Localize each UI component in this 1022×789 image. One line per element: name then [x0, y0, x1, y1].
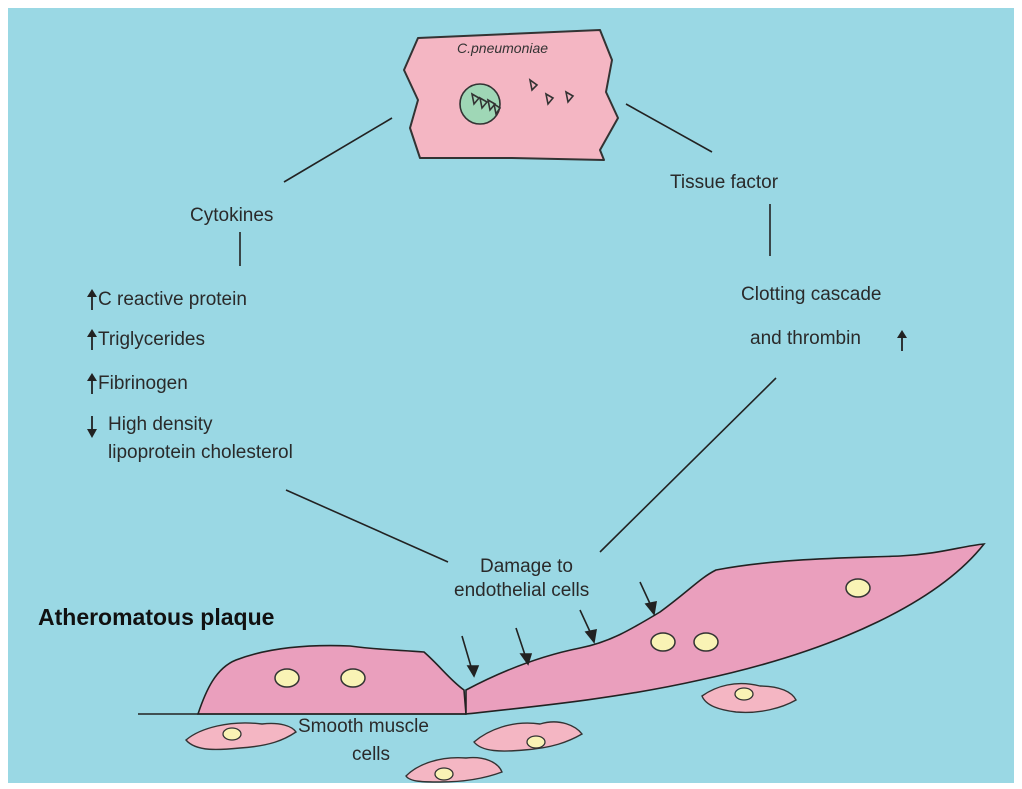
clotting-cascade-line1: Clotting cascade — [741, 284, 881, 306]
organism-label: C.pneumoniae — [457, 40, 548, 56]
arrow-up-icon — [86, 329, 98, 351]
plaque-title: Atheromatous plaque — [38, 604, 274, 631]
arrow-down-icon — [86, 416, 98, 438]
effect-text: C reactive protein — [98, 289, 247, 311]
cytokines-label: Cytokines — [190, 205, 273, 227]
effect-text: High density — [108, 414, 213, 436]
smooth-muscle-label-line1: Smooth muscle — [298, 716, 429, 738]
effect-text-line2: lipoprotein cholesterol — [108, 442, 293, 464]
tissue-factor-label: Tissue factor — [670, 172, 778, 194]
effect-text: Triglycerides — [98, 329, 205, 351]
damage-label-line2: endothelial cells — [454, 580, 589, 602]
smooth-muscle-label-line2: cells — [352, 744, 390, 766]
damage-label-line1: Damage to — [480, 556, 573, 578]
arrow-up-icon — [86, 373, 98, 395]
effect-text: Fibrinogen — [98, 373, 188, 395]
arrow-up-icon — [896, 330, 908, 352]
arrow-up-icon — [86, 289, 98, 311]
clotting-cascade-line2: and thrombin — [750, 328, 861, 350]
